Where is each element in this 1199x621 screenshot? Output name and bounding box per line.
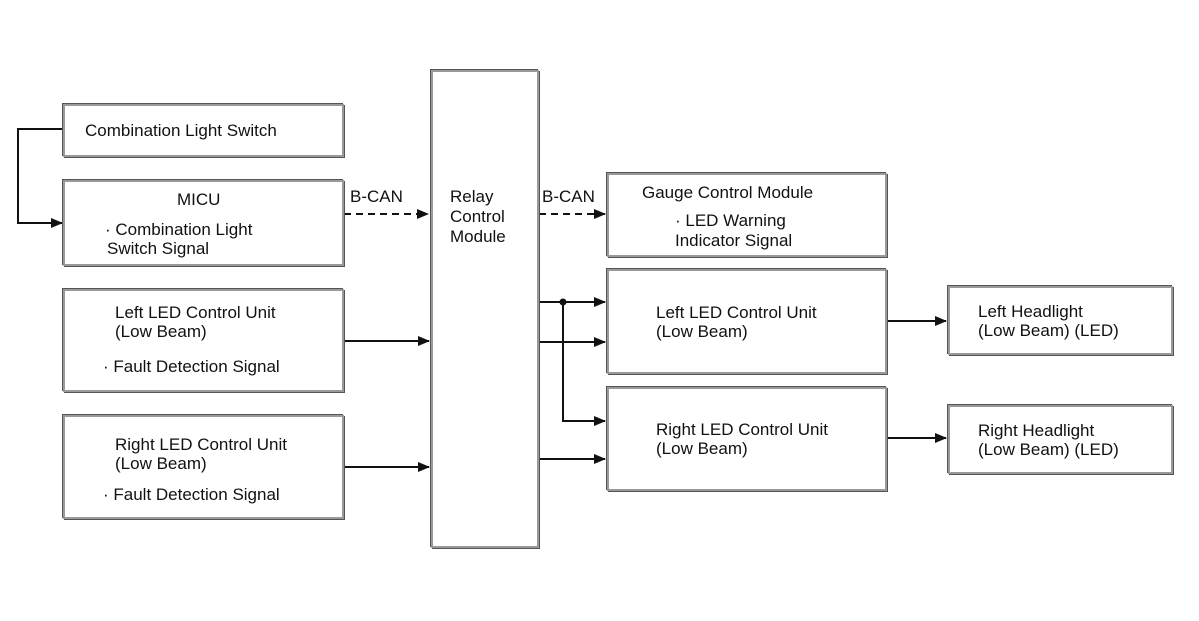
relay-line2: Control bbox=[450, 207, 505, 226]
right-led-input-title1: Right LED Control Unit bbox=[115, 435, 287, 454]
right-led-output-title2: (Low Beam) bbox=[656, 439, 748, 458]
left-led-control-unit-input-block: Left LED Control Unit (Low Beam) · Fault… bbox=[63, 289, 344, 392]
left-led-input-signal: · Fault Detection Signal bbox=[103, 357, 280, 376]
left-led-control-unit-output-block: Left LED Control Unit (Low Beam) bbox=[607, 269, 887, 374]
left-led-input-title1: Left LED Control Unit bbox=[115, 303, 276, 322]
gauge-title: Gauge Control Module bbox=[642, 183, 814, 202]
right-led-control-unit-output-block: Right LED Control Unit (Low Beam) bbox=[607, 387, 887, 491]
gauge-signal-line2: Indicator Signal bbox=[675, 231, 793, 250]
relay-control-module-block: Relay Control Module bbox=[431, 70, 539, 548]
bcan-label-left: B-CAN bbox=[350, 187, 403, 206]
gauge-signal-line1: · LED Warning bbox=[675, 211, 786, 230]
left-led-output-title2: (Low Beam) bbox=[656, 322, 748, 341]
left-headlight-title2: (Low Beam) (LED) bbox=[978, 321, 1119, 340]
bcan-label-right: B-CAN bbox=[542, 187, 595, 206]
micu-title: MICU bbox=[177, 190, 221, 209]
switch-to-micu-arrow bbox=[17, 128, 64, 228]
combination-light-switch-title: Combination Light Switch bbox=[85, 121, 277, 140]
relay-line1: Relay bbox=[450, 187, 494, 206]
micu-signal-line1: · Combination Light bbox=[105, 220, 253, 239]
right-led-input-signal: · Fault Detection Signal bbox=[103, 485, 280, 504]
relay-to-right-led-branch-arrow bbox=[562, 302, 606, 426]
left-led-output-title1: Left LED Control Unit bbox=[656, 303, 817, 322]
junction-dot bbox=[559, 298, 567, 306]
micu-signal-line2: Switch Signal bbox=[107, 239, 210, 258]
left-led-input-title2: (Low Beam) bbox=[115, 322, 207, 341]
left-headlight-title1: Left Headlight bbox=[978, 302, 1083, 321]
left-headlight-block: Left Headlight (Low Beam) (LED) bbox=[948, 286, 1173, 355]
micu-block: MICU · Combination Light Switch Signal bbox=[63, 180, 344, 266]
right-headlight-title1: Right Headlight bbox=[978, 421, 1095, 440]
right-led-output-title1: Right LED Control Unit bbox=[656, 420, 828, 439]
relay-line3: Module bbox=[450, 227, 506, 246]
right-led-control-unit-input-block: Right LED Control Unit (Low Beam) · Faul… bbox=[63, 415, 344, 519]
right-led-input-title2: (Low Beam) bbox=[115, 454, 207, 473]
right-headlight-title2: (Low Beam) (LED) bbox=[978, 440, 1119, 459]
gauge-control-module-block: Gauge Control Module · LED Warning Indic… bbox=[607, 173, 887, 257]
combination-light-switch-block: Combination Light Switch bbox=[63, 104, 344, 157]
right-headlight-block: Right Headlight (Low Beam) (LED) bbox=[948, 405, 1173, 474]
